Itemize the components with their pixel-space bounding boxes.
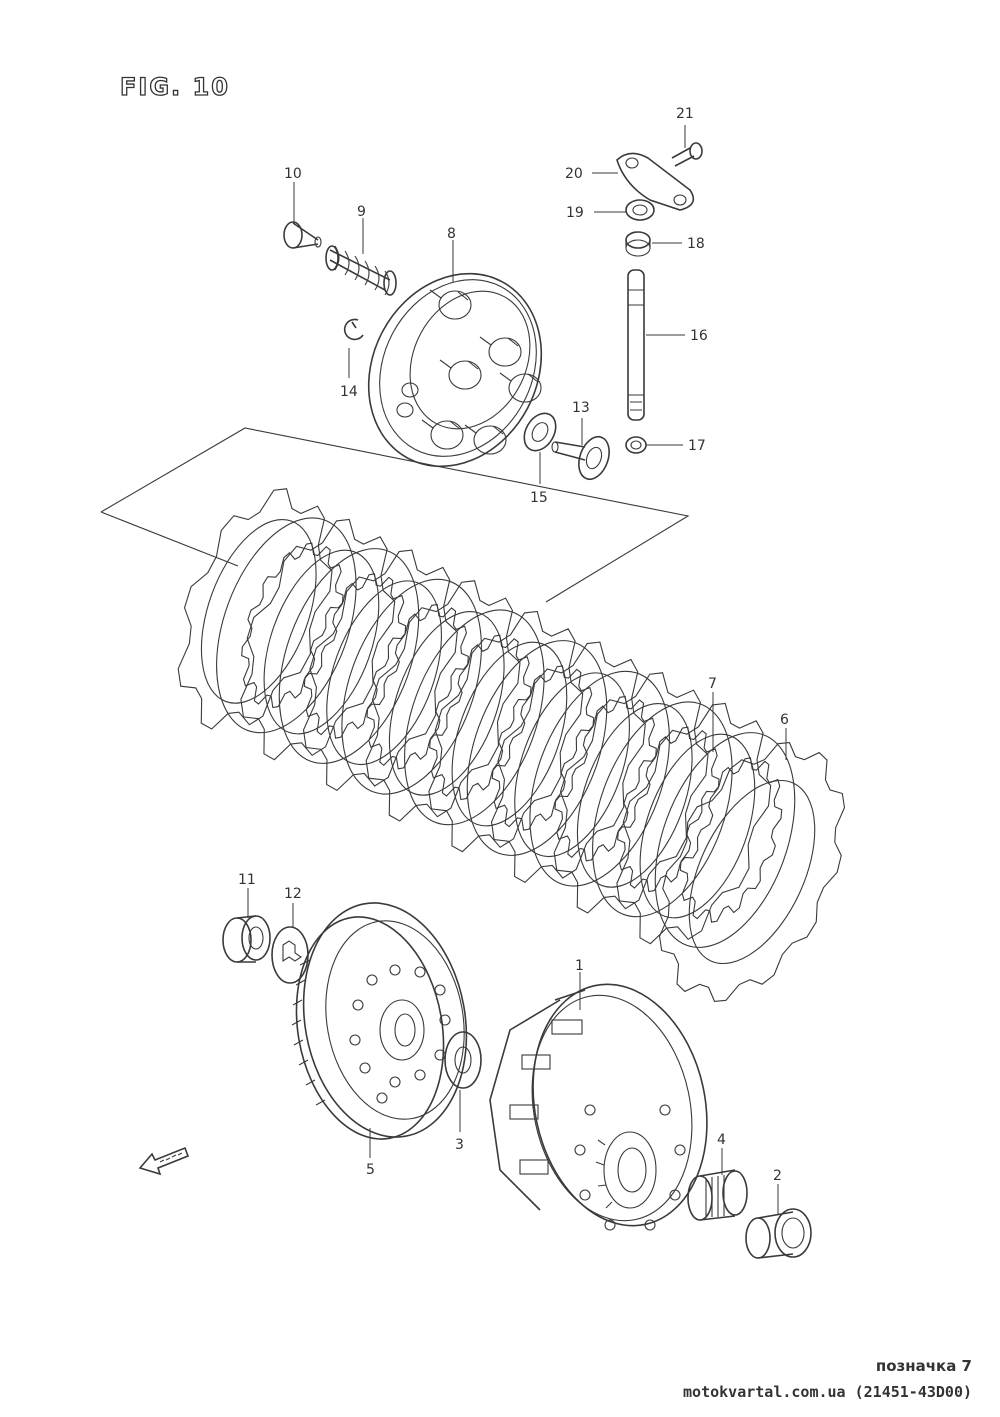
clutch-plate: [490, 641, 646, 884]
friction-plate-6: [658, 742, 846, 1002]
leader-lines: [247, 125, 787, 1214]
release-shaft-16: [627, 269, 645, 421]
clutch-plate: [177, 488, 333, 730]
part-label-19: 19: [566, 205, 584, 221]
part-label-20: 20: [565, 166, 583, 182]
circlip: [343, 318, 364, 341]
bearing-18: [625, 231, 651, 257]
front-direction-arrow-icon: [138, 1146, 190, 1176]
washer-12: [271, 926, 309, 984]
part-label-16: 16: [690, 328, 708, 344]
push-piece-13: [551, 435, 610, 481]
part-label-15: 15: [530, 490, 548, 506]
figure-title: FIG. 10: [120, 73, 230, 101]
part-label-4: 4: [717, 1132, 726, 1148]
bearing-11: [222, 915, 271, 963]
part-label-3: 3: [455, 1137, 464, 1153]
bearing-17: [625, 436, 647, 454]
part-label-1: 1: [575, 958, 584, 974]
clutch-bolt: [283, 221, 322, 249]
release-arm-20: [616, 152, 695, 211]
needle-bearing-4: [687, 1169, 748, 1221]
part-label-17: 17: [688, 438, 706, 454]
part-label-9: 9: [357, 204, 366, 220]
oil-seal-19: [625, 199, 655, 221]
part-label-7: 7: [708, 676, 717, 692]
clutch-plate: [365, 580, 521, 822]
bolt-21: [671, 142, 703, 167]
clutch-plate: [240, 518, 396, 761]
clutch-housing-1: [489, 983, 708, 1231]
clutch-plate: [553, 672, 709, 914]
clutch-plate: [616, 702, 772, 945]
clutch-plate-stack: [177, 488, 846, 1002]
footer-url: motokvartal.com.ua (21451-43D00): [683, 1383, 972, 1401]
part-label-5: 5: [366, 1162, 375, 1178]
footer-mark: позначка 7: [875, 1357, 972, 1375]
part-label-18: 18: [687, 236, 705, 252]
clutch-plate: [428, 610, 584, 853]
part-label-11: 11: [238, 872, 256, 888]
clutch-spring: [325, 245, 397, 296]
primary-driven-gear-5: [291, 902, 468, 1140]
part-label-12: 12: [284, 886, 302, 902]
plate-set-bracket: [100, 427, 690, 603]
bearing-15: [523, 412, 557, 452]
part-label-13: 13: [572, 400, 590, 416]
part-label-14: 14: [340, 384, 358, 400]
part-label-8: 8: [447, 226, 456, 242]
thrust-washer-3: [444, 1031, 482, 1089]
part-label-21: 21: [676, 106, 694, 122]
part-labels: 1 2 3 4 5 6 7 8 9 10 11 12 13 14 15 16 1…: [238, 106, 789, 1184]
clutch-plate: [302, 549, 458, 792]
part-label-6: 6: [780, 712, 789, 728]
part-label-10: 10: [284, 166, 302, 182]
part-label-2: 2: [773, 1168, 782, 1184]
pressure-plate: [367, 272, 543, 468]
spacer-2: [745, 1208, 812, 1259]
